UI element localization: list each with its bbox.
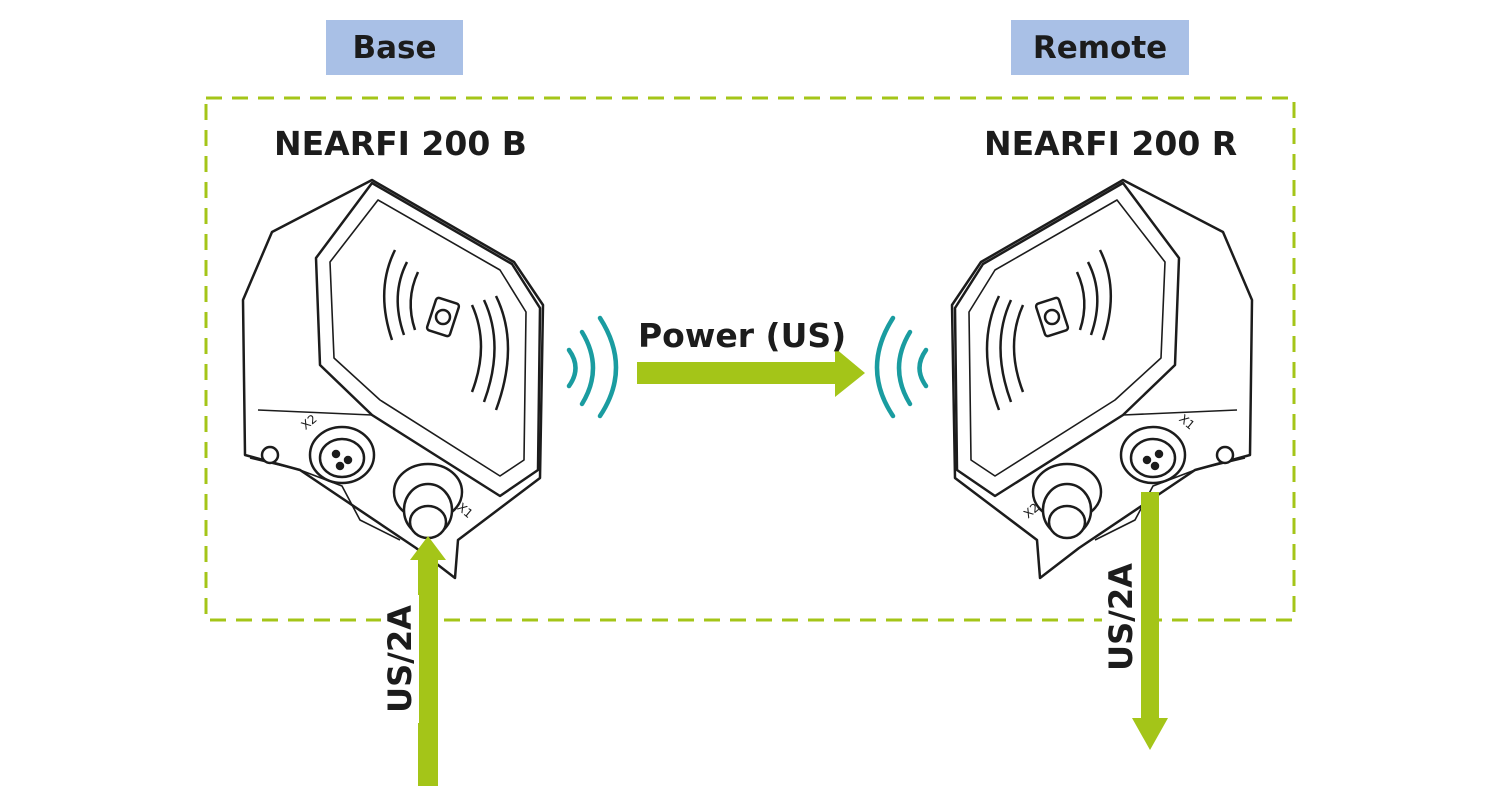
- remote-tag-bg: [1011, 20, 1189, 75]
- base-zone-label: Base: [352, 29, 437, 66]
- wireless-power-arrow: [637, 348, 865, 397]
- input-power-arrow: [410, 536, 446, 786]
- remote-device-title: NEARFI 200 R: [984, 124, 1238, 163]
- remote-wireless-waves: [874, 315, 929, 419]
- remote-zone-label: Remote: [1032, 29, 1168, 66]
- wireless-power-label: Power (US): [638, 316, 847, 355]
- remote-device: [950, 178, 1254, 580]
- input-power-label: US/2A: [381, 595, 419, 723]
- output-power-label: US/2A: [1102, 553, 1140, 681]
- base-tag-bg: [326, 20, 463, 75]
- base-wireless-waves: [566, 315, 619, 419]
- output-power-arrow: [1132, 492, 1168, 750]
- base-device: [241, 178, 545, 580]
- base-device-title: NEARFI 200 B: [274, 124, 527, 163]
